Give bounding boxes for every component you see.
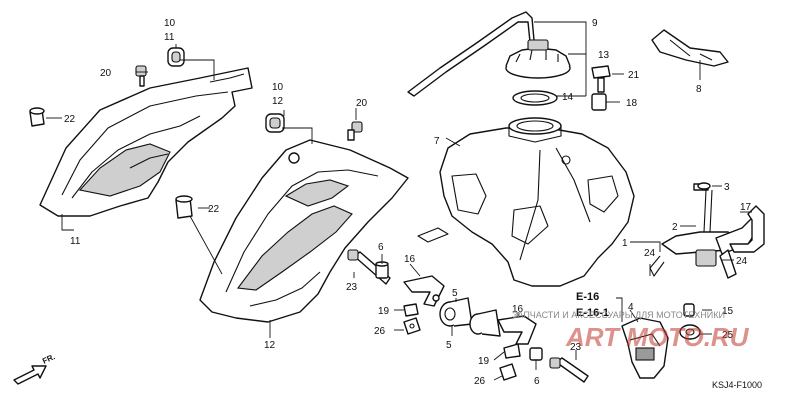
callout-6: 6 [534,376,540,387]
callout-6: 6 [378,242,384,253]
seal-part-3 [697,182,711,190]
callout-7: 7 [434,136,440,147]
callout-14: 14 [562,92,574,103]
collar-part-18 [591,93,607,111]
fuel-cap-gasket-part-14 [512,90,558,106]
callout-16: 16 [512,304,524,315]
callout-18: 18 [626,98,638,109]
tank-bracket-part-8 [651,29,729,67]
callout-5: 5 [446,340,452,351]
callout-26: 26 [374,326,386,337]
callout-22: 22 [64,114,76,125]
mount-rubber-part-5-right [469,309,501,337]
callout-16: 16 [404,254,416,265]
callout-12: 12 [264,340,276,351]
fuel-strainer-part-4 [621,317,669,379]
watermark-text: ЗАПЧАСТИ И АКСЕССУАРЫ ДЛЯ МОТОТЕХНИКИ [512,310,725,320]
bolt-part-22-left [29,107,45,127]
callout-26: 26 [474,376,486,387]
callout-2: 2 [672,222,678,233]
left-shroud-part-11 [39,67,253,217]
callout-23: 23 [570,342,582,353]
callout-19: 19 [378,306,390,317]
ref-e16-1: E-16-1 [576,307,609,319]
callout-25: 25 [722,330,734,341]
fuel-hose-part-17 [729,205,765,253]
tank-stay-part-16-upper [403,275,445,307]
callout-13: 13 [598,50,610,61]
callout-20: 20 [100,68,112,79]
nut-part-26-lower [499,363,517,381]
callout-4: 4 [628,302,634,313]
callout-12: 12 [272,96,284,107]
leader-lines [46,21,752,381]
bolt-part-22-right [175,195,193,219]
callout-17: 17 [740,202,752,213]
callout-15: 15 [722,306,734,317]
callout-labels: 10 11 20 22 11 10 12 20 22 12 9 13 14 21… [64,18,752,387]
callout-21: 21 [628,70,640,81]
bolt-part-20-right [347,121,363,141]
callout-10: 10 [164,18,176,29]
reference-codes: E-16 E-16-1 [576,291,623,322]
watermark: ЗАПЧАСТИ И АКСЕССУАРЫ ДЛЯ МОТОТЕХНИКИ AR… [512,310,750,352]
callout-19: 19 [478,356,490,367]
direction-label: FR. [41,352,56,366]
callout-11: 11 [70,236,81,247]
watermark-logo: ART MOTO.RU [565,322,750,352]
callout-23: 23 [346,282,358,293]
callout-24: 24 [644,248,656,259]
rubber-part-10-right [265,113,285,133]
callout-22: 22 [208,204,220,215]
fuel-cock-assembly-part-1 [649,183,757,279]
fuel-tank-part-7 [417,117,635,287]
mount-rubber-part-5-left [439,297,473,327]
diagram-code: KSJ4-F1000 [712,380,762,390]
bolt-part-21 [591,65,611,93]
front-direction-arrow: FR. [13,352,57,385]
collar-part-6-upper [375,261,389,279]
ref-e16: E-16 [576,291,599,303]
tank-stay-part-16-lower [497,315,537,345]
callout-9: 9 [592,18,598,29]
right-shroud-part-12 [199,139,409,323]
callout-8: 8 [696,84,702,95]
callout-5: 5 [452,288,458,299]
bolt-part-15 [683,303,695,317]
bolt-part-20-left [135,65,147,87]
callout-3: 3 [724,182,730,193]
callout-24: 24 [736,256,748,267]
callout-11: 11 [164,32,175,43]
collar-part-6-lower [529,347,543,361]
callout-20: 20 [356,98,368,109]
grommet-part-25 [679,324,701,340]
callout-10: 10 [272,82,284,93]
rubber-part-10-left [167,47,185,67]
bolt-part-19-upper [403,303,419,317]
callout-1: 1 [622,238,628,249]
fuel-cap-part-13 [505,39,571,79]
nut-part-26-upper [403,317,421,335]
bolt-part-23-lower [549,357,589,383]
bolt-part-19-lower [503,343,521,359]
